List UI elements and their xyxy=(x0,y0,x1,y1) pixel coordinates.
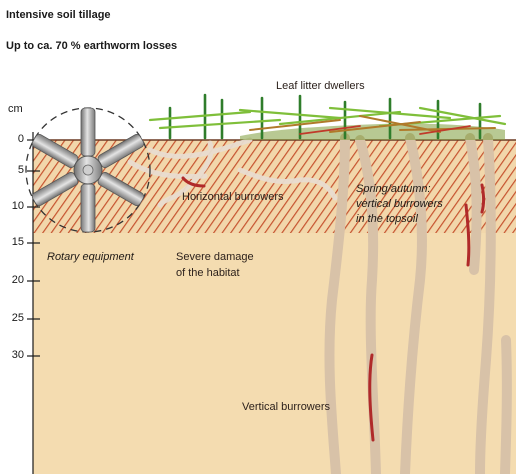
leaf-litter-label: Leaf litter dwellers xyxy=(276,80,365,92)
depth-tick-30: 30 xyxy=(2,349,24,361)
page-title: Intensive soil tillage xyxy=(6,9,111,21)
depth-tick-15: 15 xyxy=(2,236,24,248)
spring-autumn-label-line3: in the topsoil xyxy=(356,213,418,225)
damage-label-line1: Severe damage xyxy=(176,251,254,263)
depth-tick-5: 5 xyxy=(2,164,24,176)
depth-axis-unit: cm xyxy=(8,103,23,115)
vertical-burrowers-label: Vertical burrowers xyxy=(242,401,330,413)
depth-tick-10: 10 xyxy=(2,200,24,212)
rotary-equipment-label: Rotary equipment xyxy=(47,251,134,263)
depth-tick-0: 0 xyxy=(2,133,24,145)
horizontal-burrowers-label: Horizontal burrowers xyxy=(182,191,283,203)
leaf-litter xyxy=(150,95,505,140)
page-subtitle: Up to ca. 70 % earthworm losses xyxy=(6,40,177,52)
damage-label-line2: of the habitat xyxy=(176,267,240,279)
depth-tick-25: 25 xyxy=(2,312,24,324)
spring-autumn-label-line1: Spring/autumn: xyxy=(356,183,431,195)
depth-tick-20: 20 xyxy=(2,274,24,286)
spring-autumn-label-line2: vertical burrowers xyxy=(356,198,443,210)
